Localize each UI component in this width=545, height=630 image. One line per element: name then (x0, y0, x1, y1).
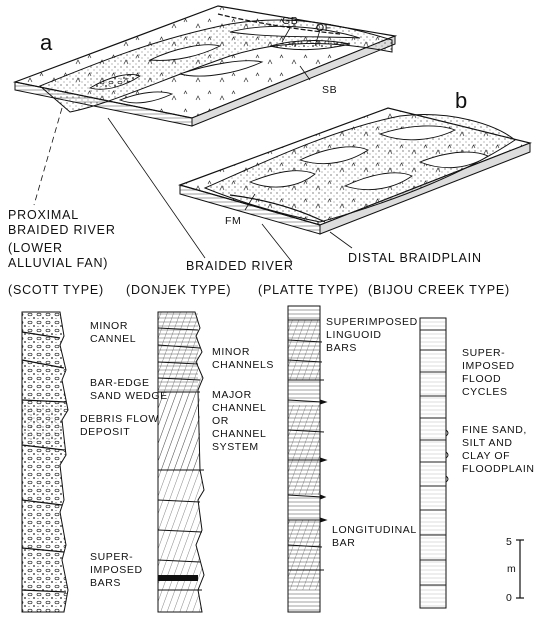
scott-label-4c: BARS (90, 577, 121, 589)
scott-label-4a: SUPER- (90, 551, 133, 563)
bijou-label-2b: SILT AND (462, 437, 513, 449)
bijou-label-1c: FLOOD (462, 373, 501, 385)
scale-bottom-label: 0 (506, 592, 512, 604)
platte-label-1c: BARS (326, 342, 357, 354)
donjek-label-2c: OR (212, 415, 229, 427)
column-platte (287, 305, 328, 613)
donjek-label-2b: CHANNEL (212, 402, 266, 414)
column-scott (21, 311, 69, 613)
block-diagram-a (12, 5, 398, 127)
scale-unit-label: m (507, 563, 516, 575)
label-sb: SB (322, 84, 337, 96)
donjek-label-1b: CHANNELS (212, 359, 274, 371)
donjek-label-1a: MINOR (212, 346, 250, 358)
heading-braided-river: BRAIDED RIVER (186, 259, 294, 273)
donjek-label-2d: CHANNEL (212, 428, 266, 440)
scale-bar (516, 539, 524, 599)
heading-proximal-3: (LOWER (8, 241, 63, 255)
label-fm: FM (225, 215, 241, 227)
heading-proximal-4: ALLUVIAL FAN) (8, 256, 108, 270)
heading-proximal-1: PROXIMAL (8, 208, 79, 222)
type-scott: (SCOTT TYPE) (8, 283, 104, 297)
donjek-label-2a: MAJOR (212, 389, 252, 401)
scale-top-label: 5 (506, 536, 512, 548)
donjek-label-2e: SYSTEM (212, 441, 259, 453)
bijou-label-2a: FINE SAND, (462, 424, 527, 436)
column-bijou (419, 317, 449, 609)
bijou-label-2d: FLOODPLAIN (462, 463, 535, 475)
bijou-label-1b: IMPOSED (462, 360, 515, 372)
scott-label-2a: BAR-EDGE (90, 377, 150, 389)
platte-label-2b: BAR (332, 537, 355, 549)
connector-donjek (107, 117, 206, 259)
connector-proximal (33, 107, 63, 206)
type-platte: (PLATTE TYPE) (258, 283, 359, 297)
platte-label-1b: LINGUOID (326, 329, 382, 341)
label-gb: GB (282, 15, 298, 27)
type-bijou: (BIJOU CREEK TYPE) (368, 283, 510, 297)
panel-label-b: b (455, 88, 467, 113)
scott-label-1b: CANNEL (90, 333, 136, 345)
scott-label-4b: IMPOSED (90, 564, 143, 576)
platte-label-1a: SUPERIMPOSED (326, 316, 418, 328)
panel-label-a: a (40, 30, 53, 55)
label-of: OF (316, 22, 332, 34)
connector-braided (261, 223, 293, 263)
scott-label-2b: SAND WEDGE (90, 390, 168, 402)
scott-label-1a: MINOR (90, 320, 128, 332)
type-donjek: (DONJEK TYPE) (126, 283, 231, 297)
bijou-label-2c: CLAY OF (462, 450, 510, 462)
heading-distal: DISTAL BRAIDPLAIN (348, 251, 482, 265)
block-diagram-b (178, 107, 532, 235)
connector-distal (329, 231, 353, 249)
heading-proximal-2: BRAIDED RIVER (8, 223, 116, 237)
scott-label-3a: DEBRIS FLOW (80, 413, 159, 425)
platte-label-2a: LONGITUDINAL (332, 524, 417, 536)
bijou-label-1a: SUPER- (462, 347, 505, 359)
scott-label-3b: DEPOSIT (80, 426, 130, 438)
bijou-label-1d: CYCLES (462, 386, 508, 398)
column-donjek (157, 311, 205, 613)
